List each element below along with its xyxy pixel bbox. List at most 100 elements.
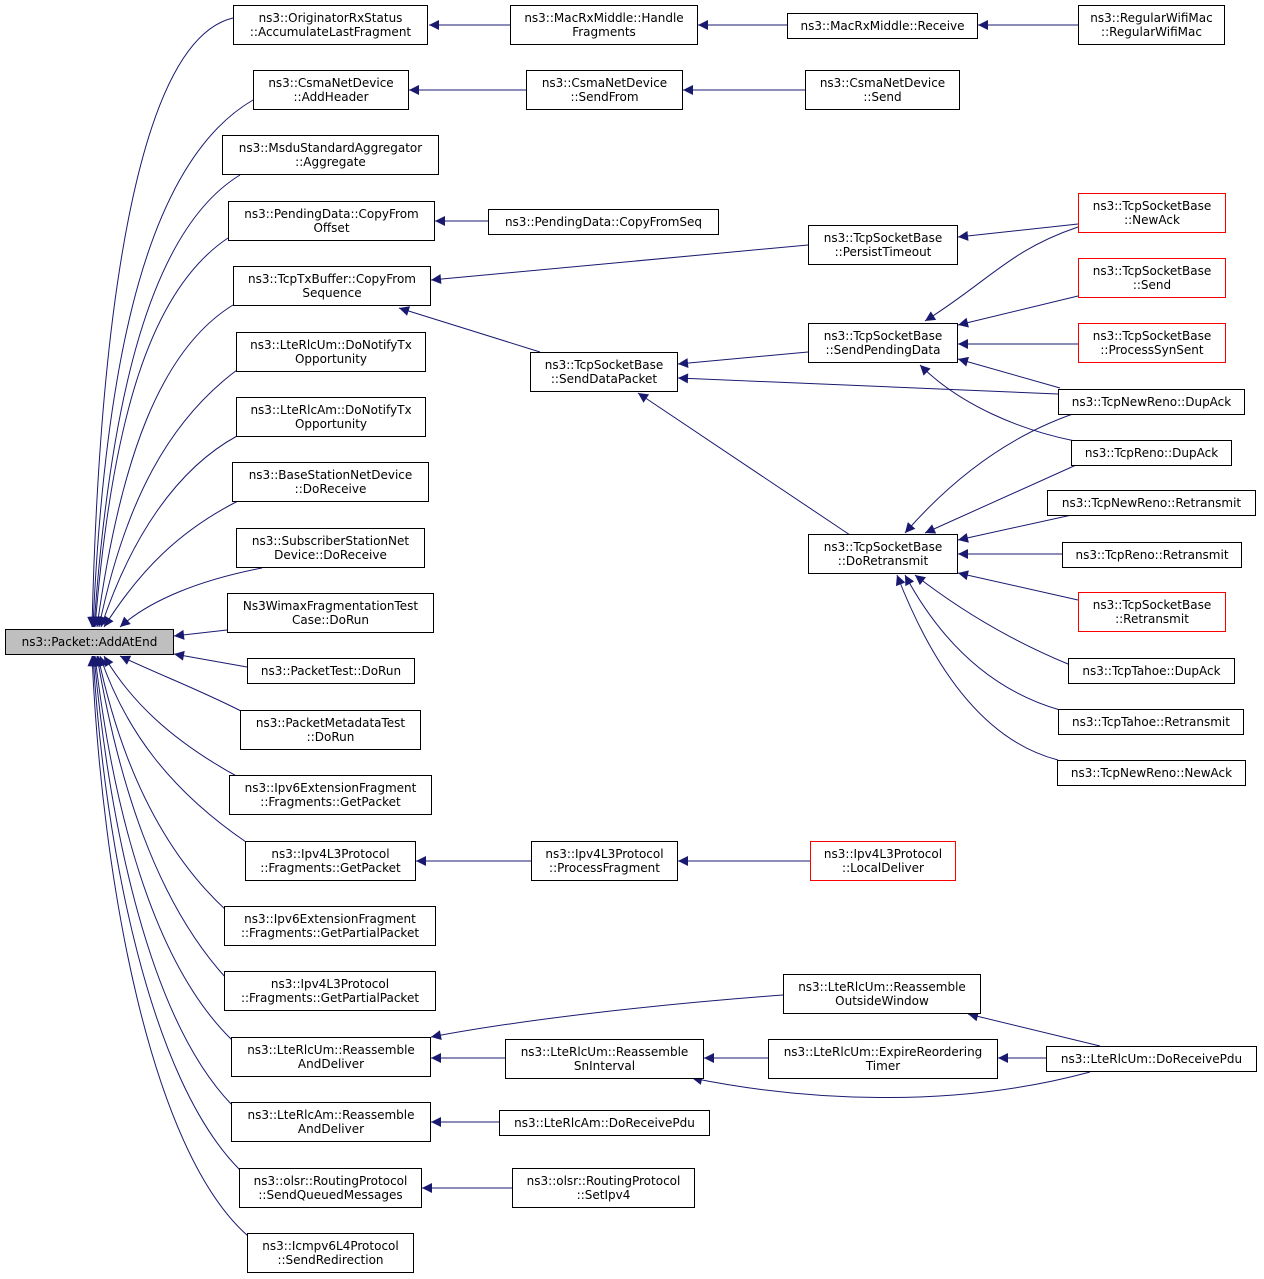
edge-lterlcum-reasm-to-root	[91, 655, 233, 1041]
node-label-line: ns3::TcpSocketBase	[1092, 264, 1212, 278]
node-lterlcam-doreceivepdu[interactable]: ns3::LteRlcAm::DoReceivePdu	[499, 1110, 710, 1136]
node-label-line: ::Fragments::GetPartialPacket	[240, 926, 420, 940]
node-tcpreno-retransmit[interactable]: ns3::TcpReno::Retransmit	[1062, 542, 1242, 568]
node-macrx-receive[interactable]: ns3::MacRxMiddle::Receive	[787, 13, 978, 39]
node-packettest-dorun[interactable]: ns3::PacketTest::DoRun	[247, 658, 415, 684]
node-label-line: ::SendDataPacket	[550, 372, 658, 386]
node-packetmetadatatest-dorun[interactable]: ns3::PacketMetadataTest::DoRun	[240, 710, 421, 750]
node-tcpnewreno-newack[interactable]: ns3::TcpNewReno::NewAck	[1057, 760, 1246, 786]
edge-tcp-retx-to-doretx	[957, 570, 1079, 601]
edge-persist-to-tcptx	[430, 244, 809, 285]
node-label-line: ns3::TcpReno::DupAck	[1084, 446, 1219, 460]
edge-newack-to-sendpending	[924, 226, 1079, 322]
edge-icmpv6-to-root	[87, 655, 249, 1237]
node-ipv6ext-getpacket[interactable]: ns3::Ipv6ExtensionFragment::Fragments::G…	[229, 775, 432, 815]
node-label-line: ns3::Ipv4L3Protocol	[271, 847, 390, 861]
node-olsr-setipv4[interactable]: ns3::olsr::RoutingProtocol::SetIpv4	[512, 1168, 695, 1208]
edge-lterlcam-notify-to-root	[99, 435, 238, 628]
node-label-line: ns3::TcpSocketBase	[823, 540, 943, 554]
node-label-line: Opportunity	[294, 352, 367, 366]
node-label-line: ns3::SubscriberStationNet	[251, 534, 410, 548]
node-label-line: ::AddHeader	[293, 90, 369, 104]
node-tcp-doretransmit[interactable]: ns3::TcpSocketBase::DoRetransmit	[808, 534, 958, 574]
edge-outside-to-lterlcum-reasm	[430, 994, 784, 1041]
node-olsr-sendqueuedmessages[interactable]: ns3::olsr::RoutingProtocol::SendQueuedMe…	[239, 1168, 422, 1208]
node-label-line: ns3::CsmaNetDevice	[268, 76, 394, 90]
node-tcptahoe-retransmit[interactable]: ns3::TcpTahoe::Retransmit	[1058, 709, 1244, 735]
node-label-line: Ns3WimaxFragmentationTest	[242, 599, 419, 613]
node-ipv4-getpartialpacket[interactable]: ns3::Ipv4L3Protocol::Fragments::GetParti…	[224, 971, 436, 1011]
node-label-line: Offset	[313, 221, 350, 235]
node-label-line: AndDeliver	[297, 1057, 365, 1071]
node-label-line: ::DoRun	[306, 730, 355, 744]
node-label-line: ns3::olsr::RoutingProtocol	[253, 1174, 408, 1188]
node-tcpreno-dupack[interactable]: ns3::TcpReno::DupAck	[1071, 440, 1232, 466]
node-label-line: ::SendFrom	[570, 90, 639, 104]
node-label-line: ns3::Packet::AddAtEnd	[21, 635, 158, 649]
node-tcp-senddatapacket[interactable]: ns3::TcpSocketBase::SendDataPacket	[530, 352, 678, 392]
edge-ipv6-getpacket-to-root	[103, 655, 241, 779]
edge-orig-accum-to-root	[87, 17, 234, 628]
edge-olsr-to-root	[88, 655, 241, 1171]
node-basestation-doreceive[interactable]: ns3::BaseStationNetDevice::DoReceive	[232, 462, 429, 502]
node-msdu-aggregate[interactable]: ns3::MsduStandardAggregator::Aggregate	[222, 135, 439, 175]
node-csma-sendfrom[interactable]: ns3::CsmaNetDevice::SendFrom	[526, 70, 683, 110]
node-label-line: ns3::PendingData::CopyFromSeq	[504, 215, 703, 229]
edge-tahoe-retx-to-doretx	[904, 574, 1061, 711]
node-label-line: SnInterval	[573, 1059, 636, 1073]
node-csma-addheader[interactable]: ns3::CsmaNetDevice::AddHeader	[253, 70, 409, 110]
node-tcp-send[interactable]: ns3::TcpSocketBase::Send	[1078, 258, 1226, 298]
node-packet-addatend[interactable]: ns3::Packet::AddAtEnd	[5, 629, 174, 655]
node-tcptahoe-dupack[interactable]: ns3::TcpTahoe::DupAck	[1068, 658, 1235, 684]
node-csma-send[interactable]: ns3::CsmaNetDevice::Send	[805, 70, 960, 110]
node-ipv4-localdeliver[interactable]: ns3::Ipv4L3Protocol::LocalDeliver	[810, 841, 956, 881]
node-icmpv6-sendredirection[interactable]: ns3::Icmpv6L4Protocol::SendRedirection	[247, 1233, 414, 1273]
node-label-line: ::Send	[863, 90, 902, 104]
node-label-line: ::AccumulateLastFragment	[249, 25, 412, 39]
edge-newreno-dupack-to-doretx	[904, 409, 1086, 534]
node-originator-accumulate[interactable]: ns3::OriginatorRxStatus::AccumulateLastF…	[233, 5, 428, 45]
node-label-line: ::RegularWifiMac	[1101, 25, 1202, 39]
node-label-line: ::SendRedirection	[277, 1253, 384, 1267]
node-label-line: ns3::TcpNewReno::NewAck	[1070, 766, 1233, 780]
node-tcp-persisttimeout[interactable]: ns3::TcpSocketBase::PersistTimeout	[808, 225, 958, 265]
node-tcp-newack[interactable]: ns3::TcpSocketBase::NewAck	[1078, 193, 1226, 233]
node-regular-wifi-mac[interactable]: ns3::RegularWifiMac::RegularWifiMac	[1078, 5, 1225, 45]
node-tcp-processsynsent[interactable]: ns3::TcpSocketBase::ProcessSynSent	[1078, 323, 1226, 363]
node-ipv4-processfragment[interactable]: ns3::Ipv4L3Protocol::ProcessFragment	[531, 841, 678, 881]
node-label-line: ::DoRetransmit	[837, 554, 929, 568]
node-tcpnewreno-dupack[interactable]: ns3::TcpNewReno::DupAck	[1058, 389, 1245, 415]
edge-newreno-newack-to-doretx	[895, 574, 1059, 761]
node-ipv6ext-getpartialpacket[interactable]: ns3::Ipv6ExtensionFragment::Fragments::G…	[224, 906, 436, 946]
edge-lterlcam-reasm-to-root	[89, 655, 233, 1106]
node-label-line: ns3::TcpSocketBase	[1092, 199, 1212, 213]
node-label-line: ns3::Icmpv6L4Protocol	[262, 1239, 399, 1253]
node-label-line: ns3::Ipv4L3Protocol	[545, 847, 664, 861]
node-label-line: ns3::OriginatorRxStatus	[258, 11, 403, 25]
node-tcp-retransmit[interactable]: ns3::TcpSocketBase::Retransmit	[1078, 592, 1226, 632]
node-label-line: ::ProcessFragment	[549, 861, 660, 875]
node-tcpnewreno-retransmit[interactable]: ns3::TcpNewReno::Retransmit	[1047, 490, 1256, 516]
node-label-line: Timer	[865, 1059, 901, 1073]
edge-tcptx-to-root	[93, 304, 234, 628]
edge-newreno-dupack-to-senddata	[677, 373, 1059, 395]
node-tcp-sendpendingdata[interactable]: ns3::TcpSocketBase::SendPendingData	[808, 323, 958, 363]
node-pending-copyfromseq[interactable]: ns3::PendingData::CopyFromSeq	[488, 209, 719, 235]
node-label-line: ::Fragments::GetPacket	[260, 795, 401, 809]
node-label-line: ::LocalDeliver	[842, 861, 924, 875]
node-lterlcum-doreceivepdu[interactable]: ns3::LteRlcUm::DoReceivePdu	[1046, 1046, 1257, 1072]
node-ipv4-getpacket[interactable]: ns3::Ipv4L3Protocol::Fragments::GetPacke…	[245, 841, 416, 881]
